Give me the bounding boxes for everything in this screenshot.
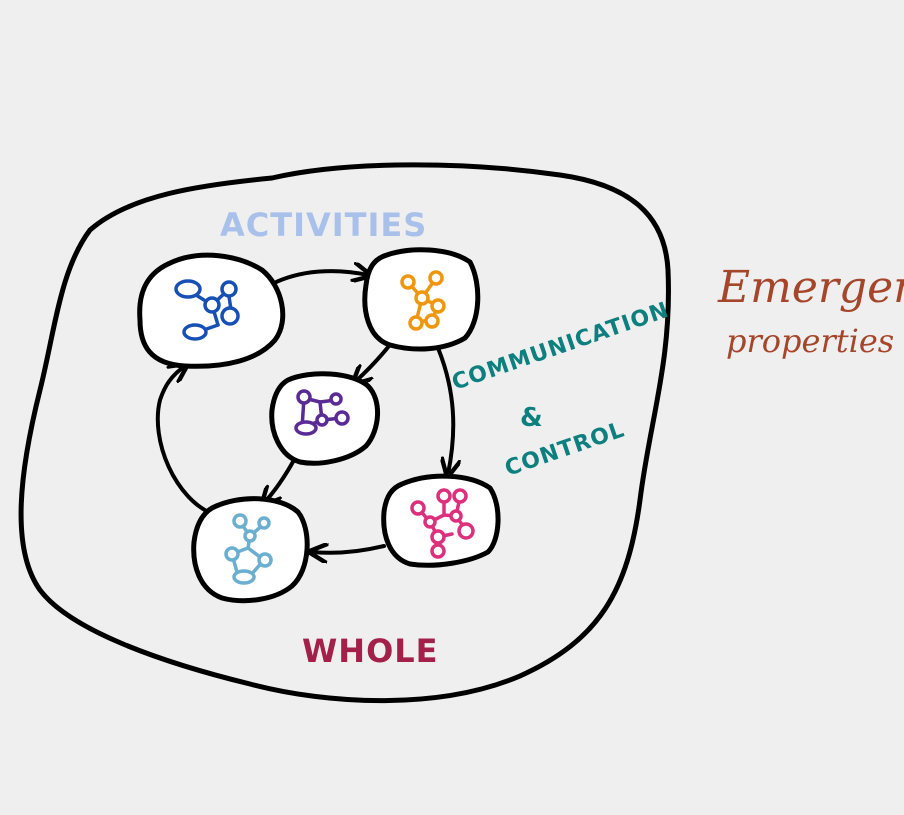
network-icon: [224, 513, 273, 585]
activity-purple: [269, 371, 381, 466]
activity-blob: [381, 473, 501, 568]
network-icon: [410, 488, 475, 559]
arrow-purple-to-lightblue: [264, 458, 296, 503]
arrow-orange-to-pink: [436, 346, 453, 474]
activity-orange: [362, 247, 481, 352]
arrow-blue-to-orange: [270, 271, 368, 286]
network-icon: [174, 279, 240, 341]
network-icon: [400, 270, 446, 331]
activities-label: ACTIVITIES: [220, 206, 427, 244]
system-boundary: [18, 162, 671, 704]
emergent-label-line2: properties: [726, 322, 894, 360]
network-icon: [294, 389, 350, 436]
ampersand-label: &: [520, 403, 544, 433]
communication-label: COMMUNICATION: [449, 298, 673, 396]
arrow-orange-to-purple: [355, 340, 394, 382]
activity-blue: [137, 252, 286, 369]
activity-pink: [381, 473, 501, 568]
emergent-label-line1: Emergent: [717, 262, 904, 313]
whole-label: WHOLE: [302, 632, 439, 670]
arrow-lightblue-to-blue: [155, 366, 217, 517]
activity-lightblue: [191, 496, 310, 604]
arrow-pink-to-lightblue: [312, 546, 386, 553]
communication-label-group: COMMUNICATION: [449, 298, 673, 396]
